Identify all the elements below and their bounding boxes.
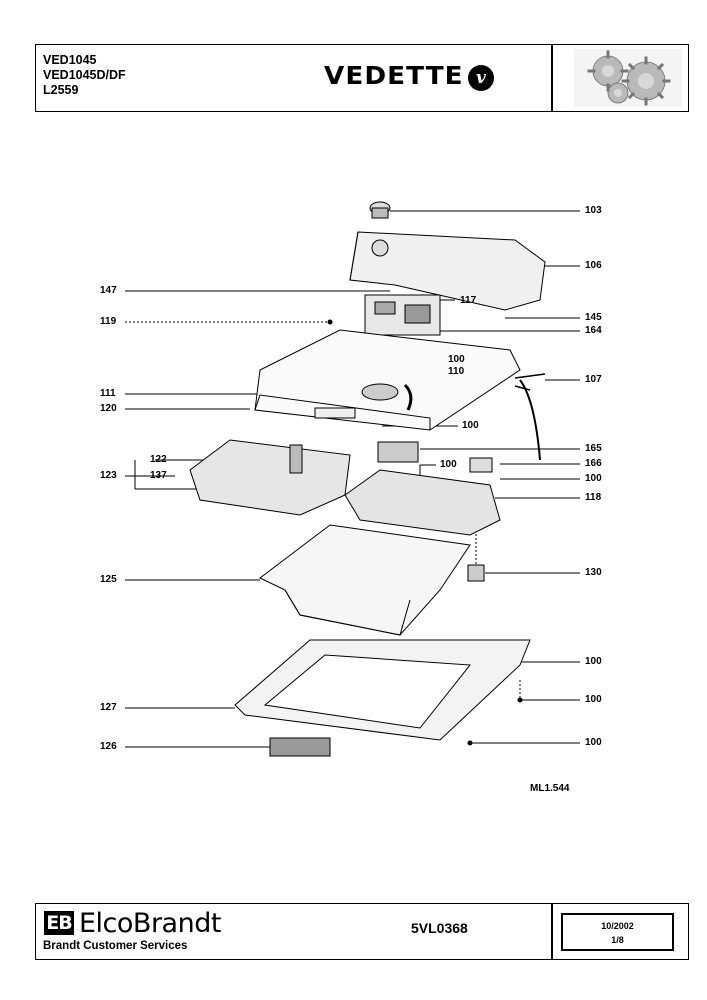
footer-divider <box>551 904 553 959</box>
services-label: Brandt Customer Services <box>43 940 188 952</box>
callout-120: 120 <box>100 403 117 414</box>
callout-100: 100 <box>448 354 465 365</box>
drawing-reference: ML1.544 <box>530 783 570 794</box>
callout-165: 165 <box>585 443 602 454</box>
callout-100: 100 <box>585 473 602 484</box>
callout-100: 100 <box>585 656 602 667</box>
callout-117: 117 <box>460 295 477 306</box>
header-box: VED1045 VED1045D/DF L2559 VEDETTE v <box>35 44 689 112</box>
gears-icon <box>574 49 682 107</box>
callout-106: 106 <box>585 260 602 271</box>
brand-mark-icon: v <box>468 65 494 91</box>
callout-137: 137 <box>150 470 167 481</box>
callout-118: 118 <box>585 492 602 503</box>
document-date: 10/2002 <box>601 921 634 931</box>
elcobrandt-mark-icon: EB <box>44 911 74 935</box>
callout-100: 100 <box>440 459 457 470</box>
callout-110: 110 <box>448 366 465 377</box>
callout-103: 103 <box>585 205 602 216</box>
callout-100: 100 <box>585 694 602 705</box>
header-divider <box>551 45 553 111</box>
brand-logo-text: VEDETTE <box>324 61 464 90</box>
model-name: VED1045 <box>43 53 97 67</box>
callout-100: 100 <box>462 420 479 431</box>
callout-164: 164 <box>585 325 602 336</box>
date-page-box: 10/2002 1/8 <box>561 913 674 951</box>
callout-147: 147 <box>100 285 117 296</box>
callout-122: 122 <box>150 454 167 465</box>
callout-111: 111 <box>100 388 116 399</box>
callout-107: 107 <box>585 374 602 385</box>
company-name: ElcoBrandt <box>79 908 221 939</box>
callout-126: 126 <box>100 741 117 752</box>
callout-119: 119 <box>100 316 117 327</box>
document-reference: 5VL0368 <box>411 920 468 936</box>
model-name: VED1045D/DF <box>43 68 126 82</box>
callout-130: 130 <box>585 567 602 578</box>
callout-123: 123 <box>100 470 117 481</box>
callout-100: 100 <box>585 737 602 748</box>
model-name: L2559 <box>43 83 79 97</box>
page-number: 1/8 <box>611 935 624 945</box>
callout-127: 127 <box>100 702 117 713</box>
model-list: VED1045 VED1045D/DF L2559 <box>43 53 126 98</box>
callout-166: 166 <box>585 458 602 469</box>
footer-box: EB ElcoBrandt Brandt Customer Services 5… <box>35 903 689 960</box>
callout-125: 125 <box>100 574 117 585</box>
callout-145: 145 <box>585 312 602 323</box>
